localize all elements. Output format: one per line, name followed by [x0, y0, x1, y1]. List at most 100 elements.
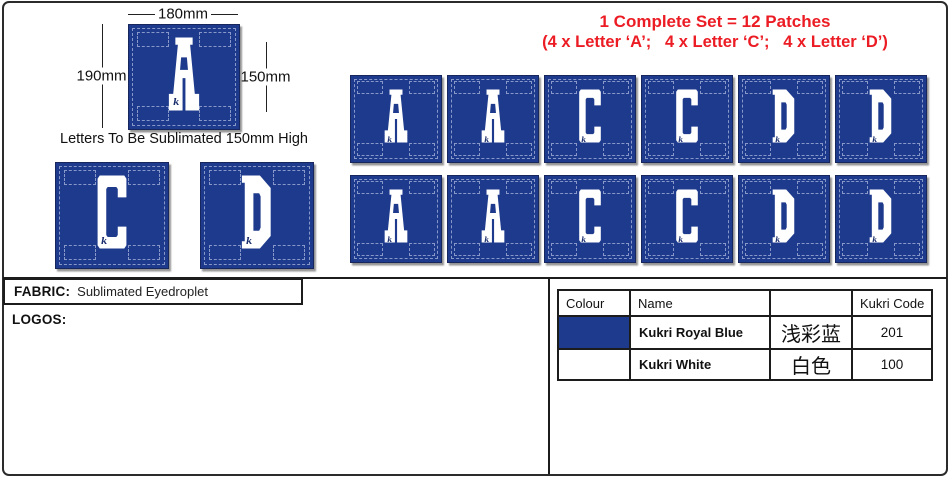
- velcro-corner: [357, 243, 383, 256]
- grid-patch: k: [738, 75, 830, 163]
- velcro-corner: [506, 81, 532, 94]
- velcro-corner: [745, 181, 771, 194]
- table-header-row: Colour Name Kukri Code: [557, 289, 933, 317]
- velcro-corner: [506, 243, 532, 256]
- header-name: Name: [629, 289, 771, 317]
- dimension-height: 190mm: [73, 24, 130, 128]
- patch-letter-d: k: [200, 162, 314, 269]
- velcro-corner: [894, 143, 920, 156]
- set-note-line1: 1 Complete Set = 12 Patches: [599, 12, 831, 31]
- velcro-corner: [648, 243, 674, 256]
- velcro-corner: [894, 243, 920, 256]
- letter-glyph: [869, 189, 892, 243]
- dimension-label: 150mm: [237, 68, 294, 86]
- velcro-corner: [797, 243, 823, 256]
- colour-name: Kukri Royal Blue: [629, 315, 771, 350]
- colour-swatch: [557, 315, 631, 350]
- fabric-label: FABRIC:: [14, 284, 71, 299]
- velcro-corner: [137, 106, 169, 121]
- colour-swatch: [557, 348, 631, 381]
- patch-letter-a-featured: k: [128, 24, 240, 130]
- grid-patch: k: [544, 175, 636, 263]
- velcro-corner: [409, 243, 435, 256]
- velcro-corner: [894, 181, 920, 194]
- velcro-corner: [454, 243, 480, 256]
- section-divider-vertical: [548, 278, 550, 474]
- velcro-corner: [454, 81, 480, 94]
- velcro-corner: [648, 143, 674, 156]
- grid-patch: k: [835, 75, 927, 163]
- velcro-corner: [199, 106, 231, 121]
- velcro-corner: [648, 181, 674, 194]
- velcro-corner: [797, 143, 823, 156]
- letter-glyph: [772, 89, 795, 143]
- velcro-corner: [199, 32, 231, 47]
- colour-code: 201: [851, 315, 933, 350]
- velcro-corner: [842, 143, 868, 156]
- colour-table: Colour Name Kukri Code Kukri Royal Blue …: [557, 289, 933, 381]
- velcro-corner: [506, 143, 532, 156]
- dimension-letter-height: 150mm: [237, 42, 294, 112]
- letter-glyph: [579, 189, 601, 243]
- brand-mark: k: [581, 235, 587, 245]
- velcro-corner: [700, 143, 726, 156]
- velcro-corner: [409, 81, 435, 94]
- velcro-corner: [137, 32, 169, 47]
- fabric-value: Sublimated Eyedroplet: [77, 284, 208, 299]
- velcro-corner: [409, 143, 435, 156]
- brand-mark: k: [246, 236, 253, 247]
- letter-glyph: [481, 189, 505, 243]
- header-kukri-code: Kukri Code: [851, 289, 933, 317]
- grid-patch: k: [350, 75, 442, 163]
- velcro-corner: [128, 245, 160, 260]
- grid-patch: k: [447, 175, 539, 263]
- colour-name-chinese: 白色: [769, 348, 853, 381]
- stitch-border: [59, 166, 165, 265]
- stitch-border: [839, 79, 923, 159]
- brand-mark: k: [387, 135, 393, 145]
- brand-mark: k: [484, 235, 490, 245]
- velcro-corner: [551, 243, 577, 256]
- stitch-border: [451, 179, 535, 259]
- header-colour: Colour: [557, 289, 631, 317]
- stitch-border: [839, 179, 923, 259]
- letter-glyph: [579, 89, 601, 143]
- velcro-corner: [551, 143, 577, 156]
- table-row-royal-blue: Kukri Royal Blue 浅彩蓝 201: [557, 315, 933, 350]
- velcro-corner: [128, 170, 160, 185]
- velcro-corner: [894, 81, 920, 94]
- letter-glyph: [168, 37, 200, 111]
- velcro-corner: [648, 81, 674, 94]
- velcro-corner: [357, 143, 383, 156]
- velcro-corner: [797, 81, 823, 94]
- logos-label: LOGOS:: [12, 312, 67, 327]
- stitch-border: [354, 79, 438, 159]
- letter-glyph: [869, 89, 892, 143]
- velcro-corner: [273, 245, 305, 260]
- sublimation-caption: Letters To Be Sublimated 150mm High: [60, 131, 308, 147]
- stitch-border: [742, 179, 826, 259]
- velcro-corner: [209, 170, 241, 185]
- grid-patch: k: [835, 175, 927, 263]
- brand-mark: k: [872, 135, 878, 145]
- letter-glyph: [384, 89, 408, 143]
- grid-patch: k: [641, 175, 733, 263]
- brand-mark: k: [775, 235, 781, 245]
- velcro-corner: [209, 245, 241, 260]
- velcro-corner: [745, 243, 771, 256]
- velcro-corner: [603, 243, 629, 256]
- brand-mark: k: [775, 135, 781, 145]
- stitch-border: [451, 79, 535, 159]
- velcro-corner: [842, 243, 868, 256]
- letter-glyph: [481, 89, 505, 143]
- brand-mark: k: [101, 236, 108, 247]
- velcro-corner: [700, 243, 726, 256]
- velcro-corner: [842, 181, 868, 194]
- patch-letter-c: k: [55, 162, 169, 269]
- velcro-corner: [64, 170, 96, 185]
- velcro-corner: [64, 245, 96, 260]
- stitch-border: [548, 179, 632, 259]
- velcro-corner: [700, 81, 726, 94]
- velcro-corner: [454, 181, 480, 194]
